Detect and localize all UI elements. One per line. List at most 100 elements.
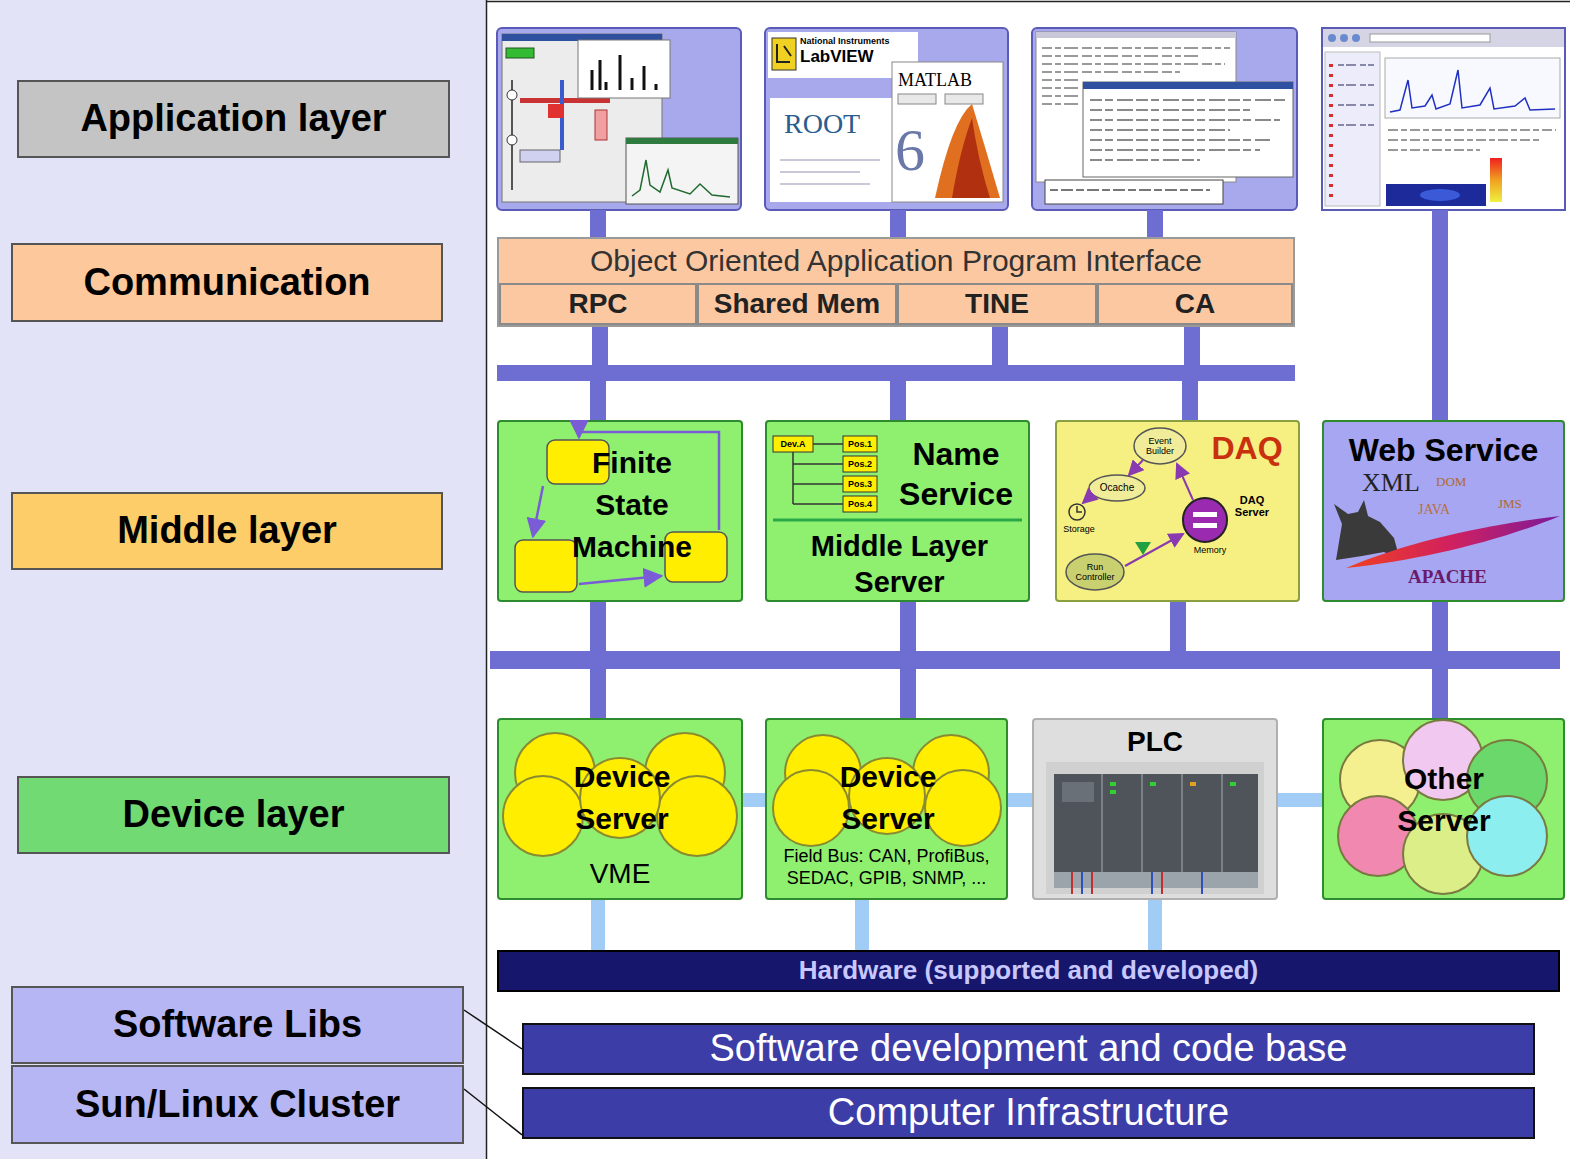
hardware-link — [1148, 900, 1162, 950]
screenshot-control-panel — [578, 40, 670, 98]
screenshot-control-panel — [632, 160, 730, 197]
web-service-illustration — [1346, 516, 1560, 568]
screenshot-console — [1045, 180, 1223, 204]
daq-illustration — [1066, 554, 1124, 590]
bus-line — [1147, 210, 1163, 237]
screenshot-console — [1036, 32, 1236, 38]
screenshot-analysis-tools — [952, 118, 990, 198]
screenshot-console — [1083, 82, 1293, 89]
screenshot-control-panel — [626, 138, 738, 204]
panels — [487, 1, 1570, 1159]
daq-illustration — [1183, 498, 1227, 542]
protocol-cell-text: CA — [1169, 288, 1221, 320]
screenshot-control-panel — [497, 28, 741, 210]
middle-box: Finite State Machine — [497, 420, 743, 602]
daq-illustration — [1083, 494, 1093, 503]
panels — [486, 0, 488, 1159]
daq-illustration — [1193, 512, 1217, 517]
screenshot-web-browser — [1338, 104, 1374, 106]
panels — [0, 0, 487, 1159]
screenshot-analysis-tools — [772, 38, 796, 70]
screenshot-console — [1090, 100, 1285, 160]
screenshot-analysis-tools — [945, 94, 983, 104]
layer-label: Application layer — [17, 80, 450, 158]
illustration-label: Pos.4 — [843, 496, 877, 512]
screenshot-web-browser — [1386, 184, 1486, 206]
screenshot-analysis-tools — [765, 28, 1008, 210]
screenshot-console — [1042, 95, 1078, 97]
screenshot-web-browser — [1370, 34, 1490, 42]
screenshot-analysis-tools — [892, 62, 1003, 202]
api-band: Object Oriented Application Program Inte… — [497, 237, 1295, 327]
middle-box-text: DAQ — [1197, 428, 1297, 468]
device-box: PLC — [1032, 718, 1278, 900]
layer-label-text: Sun/Linux Cluster — [69, 1083, 406, 1127]
bus-connector — [1190, 325, 1192, 420]
screenshot-console — [1090, 159, 1200, 161]
screenshot-console — [1083, 82, 1293, 177]
infrastructure-band-text: Software development and code base — [704, 1027, 1354, 1071]
protocol-cell-text: TINE — [959, 288, 1035, 320]
name-tree-illustration — [843, 436, 877, 452]
screenshot-web-browser — [1352, 34, 1360, 42]
name-tree-illustration — [843, 496, 877, 512]
screenshot-console — [1090, 99, 1285, 101]
plc-photo — [1062, 782, 1094, 802]
plc-photo — [1046, 762, 1264, 894]
name-tree-illustration — [843, 476, 877, 492]
screenshot-web-browser — [1328, 34, 1336, 42]
layer-label: Communication — [11, 243, 443, 322]
layer-label: Software Libs — [11, 986, 464, 1064]
daq-illustration — [1069, 504, 1085, 520]
daq-illustration — [1125, 534, 1183, 566]
screenshot-console — [1090, 119, 1280, 121]
device-box: Device ServerVME — [497, 718, 743, 900]
device-box-text: Other Server — [1374, 758, 1514, 842]
bus-connector — [598, 325, 1192, 420]
illustration-label: Dev.A — [773, 436, 813, 452]
screenshot-control-panel — [506, 48, 534, 58]
device-box-text: PLC — [1034, 724, 1276, 760]
screenshot-console — [1042, 79, 1080, 81]
bus-connector — [598, 602, 1440, 718]
hardware-link — [591, 900, 605, 950]
screenshot-console — [1090, 139, 1270, 141]
bus-connector — [898, 325, 1192, 420]
illustration-label: JMS — [1498, 496, 1548, 511]
screenshot-web-browser — [1338, 84, 1374, 86]
illustration-label: MATLAB — [898, 70, 998, 90]
state-machine-illustration — [533, 432, 719, 584]
screenshot-console — [1042, 47, 1230, 49]
screenshot-analysis-tools — [898, 94, 936, 104]
bus-connector — [908, 602, 1440, 718]
screenshot-web-browser — [1390, 70, 1555, 112]
plc-photo — [1190, 782, 1196, 786]
screenshot-web-browser — [1388, 149, 1480, 151]
api-band-text: Object Oriented Application Program Inte… — [499, 241, 1293, 281]
leader-line — [464, 1010, 522, 1049]
protocol-cell: CA — [1097, 283, 1293, 325]
screenshot-web-browser — [1338, 64, 1374, 66]
illustration-label: Pos.2 — [843, 456, 877, 472]
name-tree-illustration — [793, 444, 843, 504]
plc-photo — [1072, 872, 1162, 894]
screenshot-web-browser — [1340, 34, 1348, 42]
screenshot-web-browser — [1420, 189, 1460, 201]
illustration-label: Pos.1 — [843, 436, 877, 452]
screenshot-control-panel — [520, 150, 560, 162]
plc-photo — [1110, 790, 1116, 794]
screenshot-web-browser — [1388, 129, 1556, 131]
layer-label-text: Software Libs — [107, 1003, 368, 1047]
daq-illustration — [1177, 464, 1193, 500]
protocol-cell-text: Shared Mem — [708, 288, 887, 320]
screenshot-web-browser — [1388, 139, 1540, 141]
device-circles — [773, 735, 1001, 846]
screenshot-console — [1090, 109, 1250, 111]
daq-illustration — [1077, 506, 1082, 512]
middle-box-text: Finite State Machine — [552, 442, 712, 568]
device-circles — [925, 770, 1001, 846]
protocol-cell: RPC — [499, 283, 697, 325]
